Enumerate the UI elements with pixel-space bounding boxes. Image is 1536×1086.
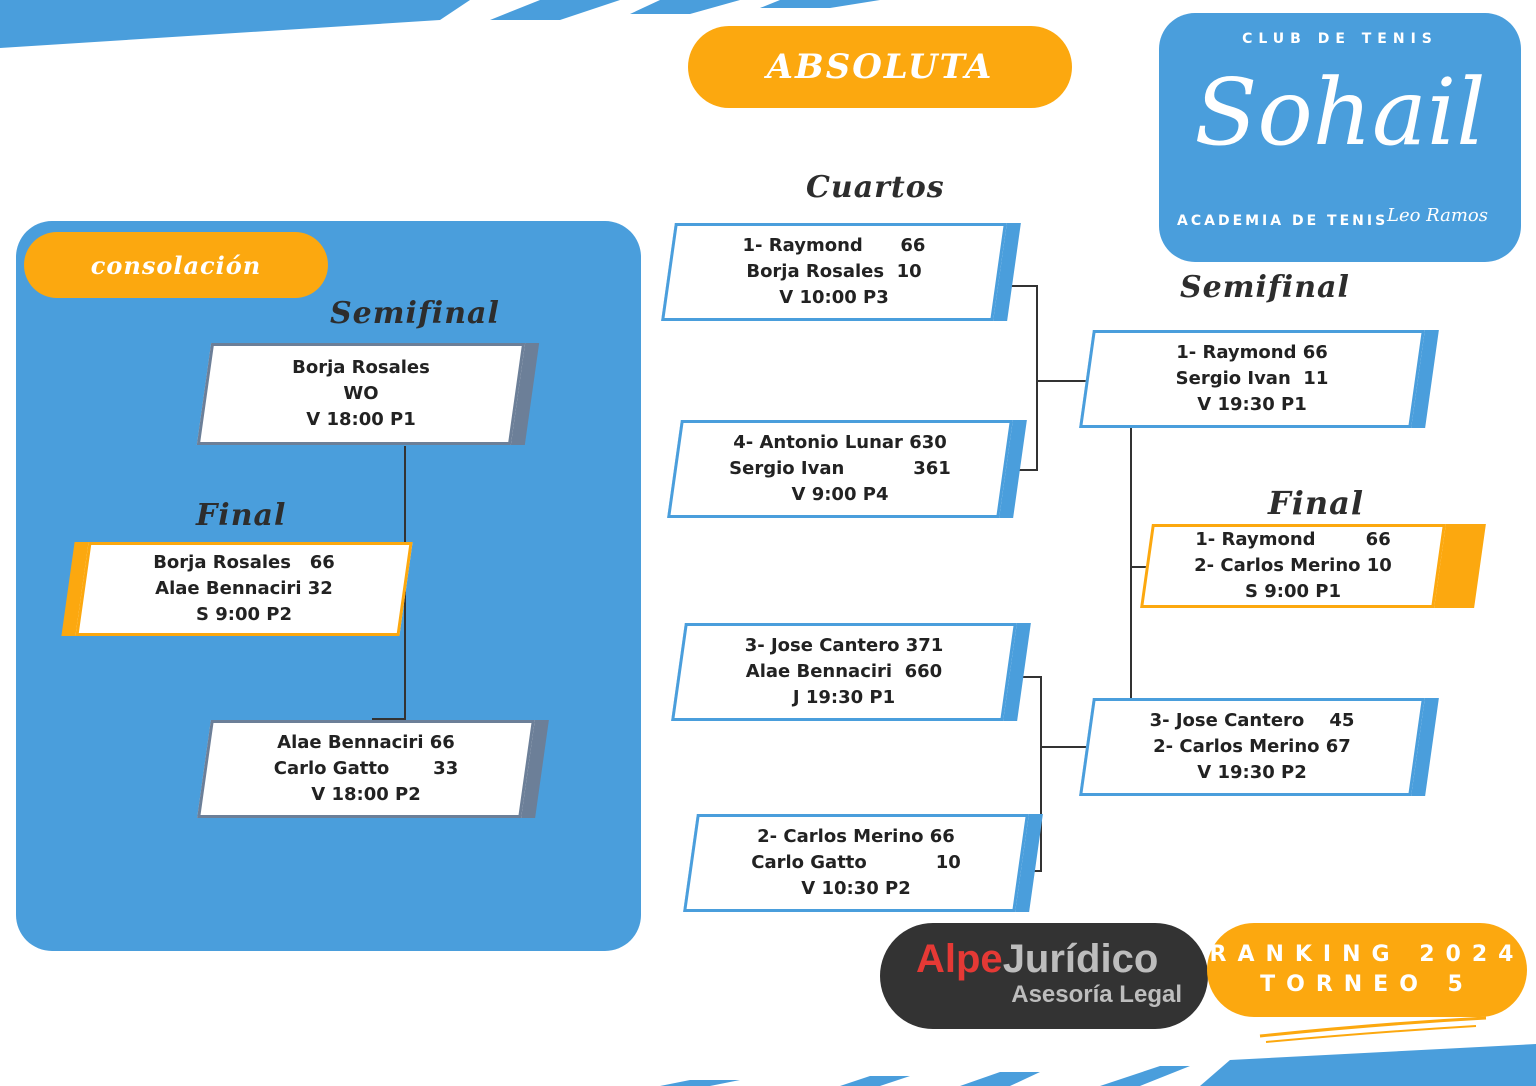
match-player-1: Borja Rosales 66 [153,552,335,573]
match-player-2: WO [343,383,379,404]
decorative-underline [1259,1016,1487,1043]
sponsor-badge: AlpeJurídico Asesoría Legal [880,923,1208,1029]
match-player-2: Carlo Gatto 33 [273,758,459,779]
consolacion-semifinal-match-2[interactable]: Alae Bennaciri 66 Carlo Gatto 33 V 18:00… [197,720,549,818]
connector [1036,285,1038,471]
cuartos-match-4[interactable]: 2- Carlos Merino 66 Carlo Gatto 10 V 10:… [683,814,1043,912]
cuartos-match-2[interactable]: 4- Antonio Lunar 630 Sergio Ivan 361 V 9… [667,420,1027,518]
consolacion-final-title: Final [196,498,287,533]
connector [372,718,406,720]
match-schedule: V 18:00 P2 [311,784,421,805]
consolacion-semifinal-match-1[interactable]: Borja Rosales WO V 18:00 P1 [196,343,540,445]
connector [1130,428,1132,698]
connector [1040,746,1090,748]
connector [1130,566,1154,568]
connector [1010,676,1042,678]
semifinal-title: Semifinal [1180,270,1350,305]
match-schedule: V 10:00 P3 [779,287,889,308]
match-schedule: V 10:30 P2 [801,878,911,899]
match-player-1: 1- Raymond 66 [1195,529,1391,550]
match-player-2: 2- Carlos Merino 67 [1153,736,1351,757]
consolacion-pill: consolación [24,232,328,298]
match-player-1: 1- Raymond 66 [742,235,926,256]
match-player-2: Carlo Gatto 10 [751,852,961,873]
match-schedule: V 9:00 P4 [791,484,889,505]
match-schedule: S 9:00 P1 [1245,581,1341,602]
semifinal-match-2[interactable]: 3- Jose Cantero 45 2- Carlos Merino 67 V… [1079,698,1439,796]
match-player-2: Sergio Ivan 361 [729,458,951,479]
sponsor-subtitle: Asesoría Legal [1011,981,1182,1008]
consolacion-final-match[interactable]: Borja Rosales 66 Alae Bennaciri 32 S 9:0… [61,542,413,636]
match-schedule: V 18:00 P1 [306,409,416,430]
match-player-1: Alae Bennaciri 66 [277,732,455,753]
match-player-1: 3- Jose Cantero 371 [744,635,944,656]
absoluta-pill: ABSOLUTA [688,26,1072,108]
ranking-line-2: TORNEO 5 [1260,972,1474,997]
sponsor-alpe: Alpe [916,937,1003,981]
match-player-2: Alae Bennaciri 660 [745,661,943,682]
match-schedule: V 19:30 P1 [1197,394,1307,415]
match-player-2: Borja Rosales 10 [746,261,922,282]
logo-name: Sohail [1194,59,1486,166]
match-schedule: V 19:30 P2 [1197,762,1307,783]
final-title: Final [1268,484,1365,522]
semifinal-match-1[interactable]: 1- Raymond 66 Sergio Ivan 11 V 19:30 P1 [1079,330,1439,428]
match-player-2: 2- Carlos Merino 10 [1194,555,1392,576]
connector [1036,380,1090,382]
cuartos-title: Cuartos [806,170,945,205]
match-player-2: Alae Bennaciri 32 [155,578,333,599]
connector [1000,285,1038,287]
match-schedule: S 9:00 P2 [196,604,292,625]
ranking-line-1: RANKING 2024 [1209,942,1525,967]
sponsor-juridico: Jurídico [1002,937,1159,981]
consolacion-semifinal-title: Semifinal [330,296,500,331]
match-player-1: 3- Jose Cantero 45 [1149,710,1355,731]
cuartos-match-3[interactable]: 3- Jose Cantero 371 Alae Bennaciri 660 J… [671,623,1031,721]
connector [1006,469,1038,471]
match-player-1: Borja Rosales [292,357,430,378]
consolacion-label: consolación [90,250,262,280]
match-player-1: 1- Raymond 66 [1176,342,1328,363]
cuartos-match-1[interactable]: 1- Raymond 66 Borja Rosales 10 V 10:00 P… [661,223,1021,321]
final-match[interactable]: 1- Raymond 66 2- Carlos Merino 10 S 9:00… [1140,524,1486,608]
club-logo: CLUB DE TENIS Sohail ACADEMIA DE TENIS L… [1159,13,1521,262]
connector [1040,676,1042,872]
logo-academy-text: ACADEMIA DE TENIS [1177,213,1389,229]
logo-signature: Leo Ramos [1387,205,1489,226]
logo-club-text: CLUB DE TENIS [1242,31,1438,47]
match-player-1: 4- Antonio Lunar 630 [733,432,947,453]
match-player-2: Sergio Ivan 11 [1175,368,1329,389]
ranking-badge: RANKING 2024 TORNEO 5 [1207,923,1527,1017]
match-schedule: J 19:30 P1 [792,687,896,708]
sponsor-name: AlpeJurídico [916,937,1158,982]
page-title: ABSOLUTA [766,47,994,87]
match-player-1: 2- Carlos Merino 66 [757,826,955,847]
